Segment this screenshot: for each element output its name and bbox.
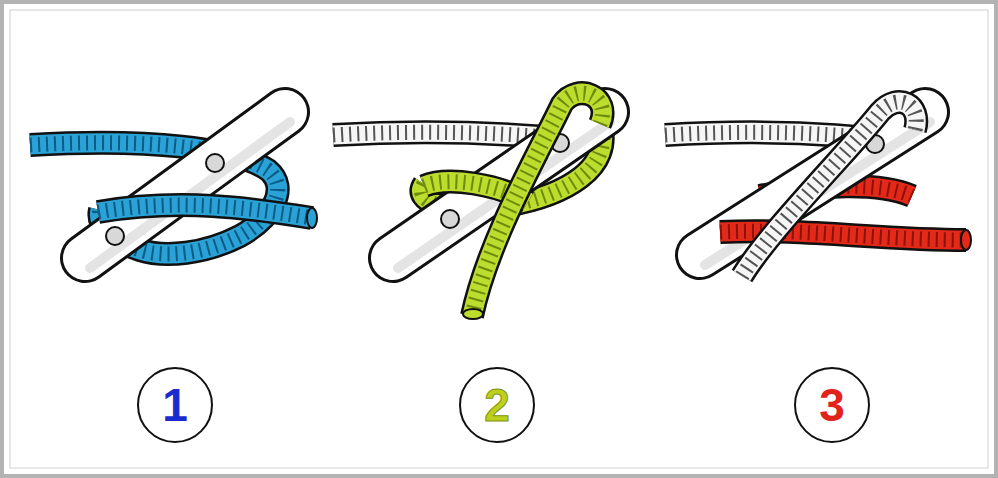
cleat (85, 112, 290, 268)
inner-frame (10, 10, 988, 468)
step-number: 2 (484, 382, 510, 428)
step-number: 1 (162, 382, 188, 428)
rope-front (720, 102, 971, 276)
rope-front (424, 93, 603, 319)
step-number: 3 (819, 382, 845, 428)
step-number-circle: 3 (794, 367, 870, 443)
step-number-circle: 2 (459, 367, 535, 443)
step-number-circle: 1 (137, 367, 213, 443)
rope-front (98, 205, 317, 228)
